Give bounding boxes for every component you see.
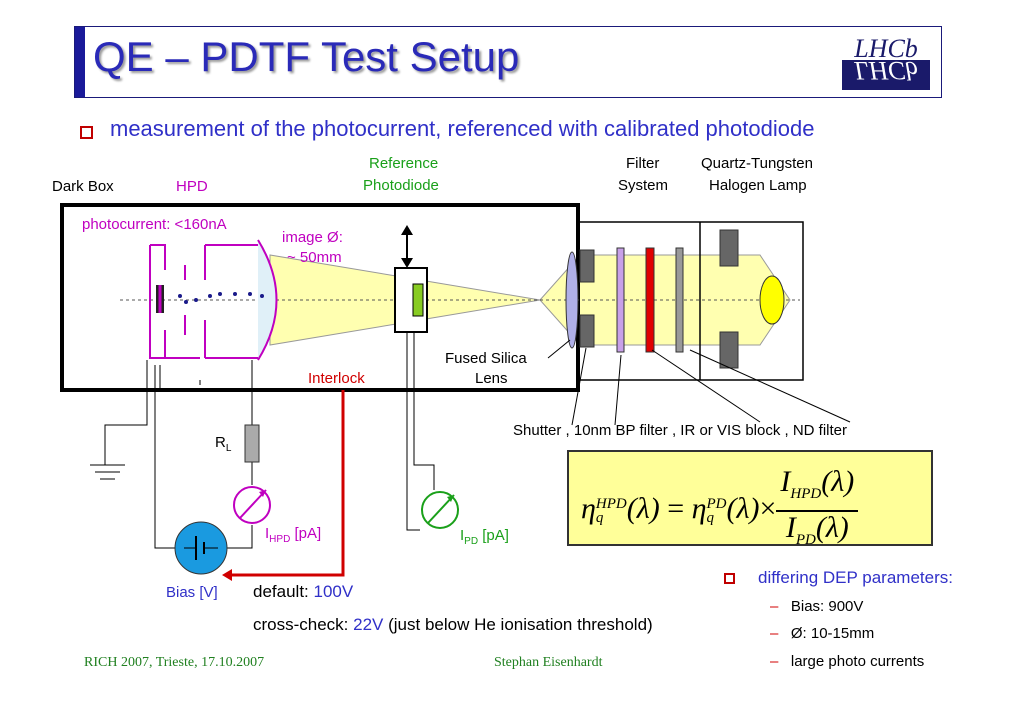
pd-current-label: IPD [pA]	[460, 527, 509, 547]
bias-supply	[174, 521, 228, 575]
hpd-current-label: IHPD [pA]	[265, 525, 322, 545]
filter-system-label-1: Filter	[626, 155, 660, 172]
title-box: QE – PDTF Test Setup	[74, 26, 942, 98]
lamp-label-1: Quartz-Tungsten	[701, 155, 813, 172]
reference-photodiode-label-1: Reference	[369, 155, 439, 172]
bp-filter	[616, 247, 625, 353]
footer-center: Stephan Eisenhardt	[494, 655, 603, 670]
hpd-outline	[149, 239, 278, 361]
lamp-label-2: Halogen Lamp	[709, 177, 807, 194]
svg-text:LHCb: LHCb	[853, 56, 918, 85]
logo-text: LHCb	[853, 34, 918, 63]
main-bullet-text: measurement of the photocurrent, referen…	[110, 116, 815, 141]
image-diameter-label-1: image Ø:	[282, 229, 343, 246]
lhcb-logo: LHCb LHCb	[838, 30, 934, 92]
side-list-item: – Ø: 10-15mm	[770, 625, 875, 642]
crosscheck-bias-line: cross-check: 22V (just below He ionisati…	[253, 615, 653, 634]
fused-silica-lens	[565, 251, 579, 349]
filters-caption: Shutter , 10nm BP filter , IR or VIS blo…	[513, 422, 848, 439]
hpd-label: HPD	[176, 178, 208, 195]
dark-box-label: Dark Box	[52, 178, 114, 195]
footer-left: RICH 2007, Trieste, 17.10.2007	[84, 655, 265, 670]
default-bias-line: default: 100V	[253, 582, 354, 601]
ir-vis-block	[645, 247, 655, 353]
side-list-item: – large photo currents	[770, 653, 925, 670]
nd-filter	[675, 247, 684, 353]
interlock-label: Interlock	[308, 370, 365, 387]
reference-photodiode-label-2: Photodiode	[363, 177, 439, 194]
fused-silica-label-1: Fused Silica	[445, 350, 527, 367]
reference-photodiode	[412, 283, 424, 317]
bias-label: Bias [V]	[166, 584, 218, 601]
fused-silica-label-2: Lens	[475, 370, 508, 387]
halogen-lamp	[759, 275, 785, 325]
bullet-marker	[80, 126, 93, 139]
photocurrent-label: photocurrent: <160nA	[82, 216, 227, 233]
side-bullet-marker	[724, 573, 735, 584]
side-list-item: – Bias: 900V	[770, 598, 864, 615]
side-list-heading: differing DEP parameters:	[758, 568, 953, 587]
load-resistor	[244, 424, 260, 463]
image-diameter-label-2: ~ 50mm	[287, 249, 342, 266]
photoelectrons	[178, 292, 264, 304]
interlock-arrow	[232, 390, 345, 577]
load-resistor-label: RL	[215, 434, 232, 454]
filter-system-label-2: System	[618, 177, 669, 194]
page-title: QE – PDTF Test Setup	[93, 33, 520, 80]
title-accent-bar	[75, 27, 85, 97]
